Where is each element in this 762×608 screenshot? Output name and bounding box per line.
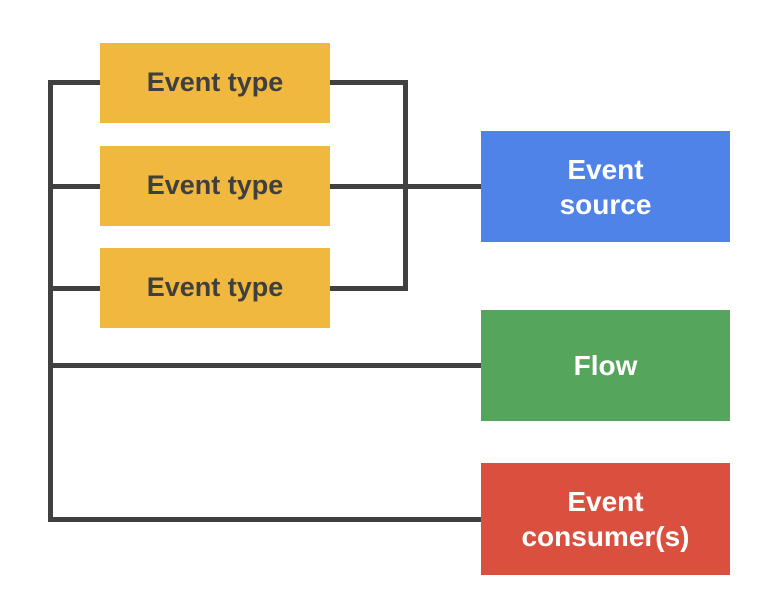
connector-event-type-1-right — [330, 80, 408, 85]
node-event-source-label: Event source — [559, 153, 652, 220]
connector-to-event-consumer — [48, 517, 481, 522]
node-flow-label: Flow — [573, 350, 638, 381]
connector-left-trunk — [48, 80, 53, 522]
node-event-type-1-label: Event type — [146, 67, 284, 98]
connector-event-type-3-right — [330, 286, 408, 291]
node-event-type-3: Event type — [100, 248, 330, 328]
node-event-type-1: Event type — [100, 43, 330, 123]
node-event-consumer-label: Event consumer(s) — [521, 486, 690, 552]
connector-event-type-2-left — [48, 184, 100, 189]
connector-event-type-1-left — [48, 80, 100, 85]
connector-to-event-source — [330, 184, 481, 189]
node-event-type-2: Event type — [100, 146, 330, 226]
connector-event-type-3-left — [48, 286, 100, 291]
node-event-type-3-label: Event type — [146, 272, 284, 303]
node-event-consumer: Event consumer(s) — [481, 463, 730, 575]
node-event-type-2-label: Event type — [146, 170, 284, 201]
node-flow: Flow — [481, 310, 730, 421]
connector-to-flow — [48, 363, 481, 368]
node-event-source: Event source — [481, 131, 730, 242]
